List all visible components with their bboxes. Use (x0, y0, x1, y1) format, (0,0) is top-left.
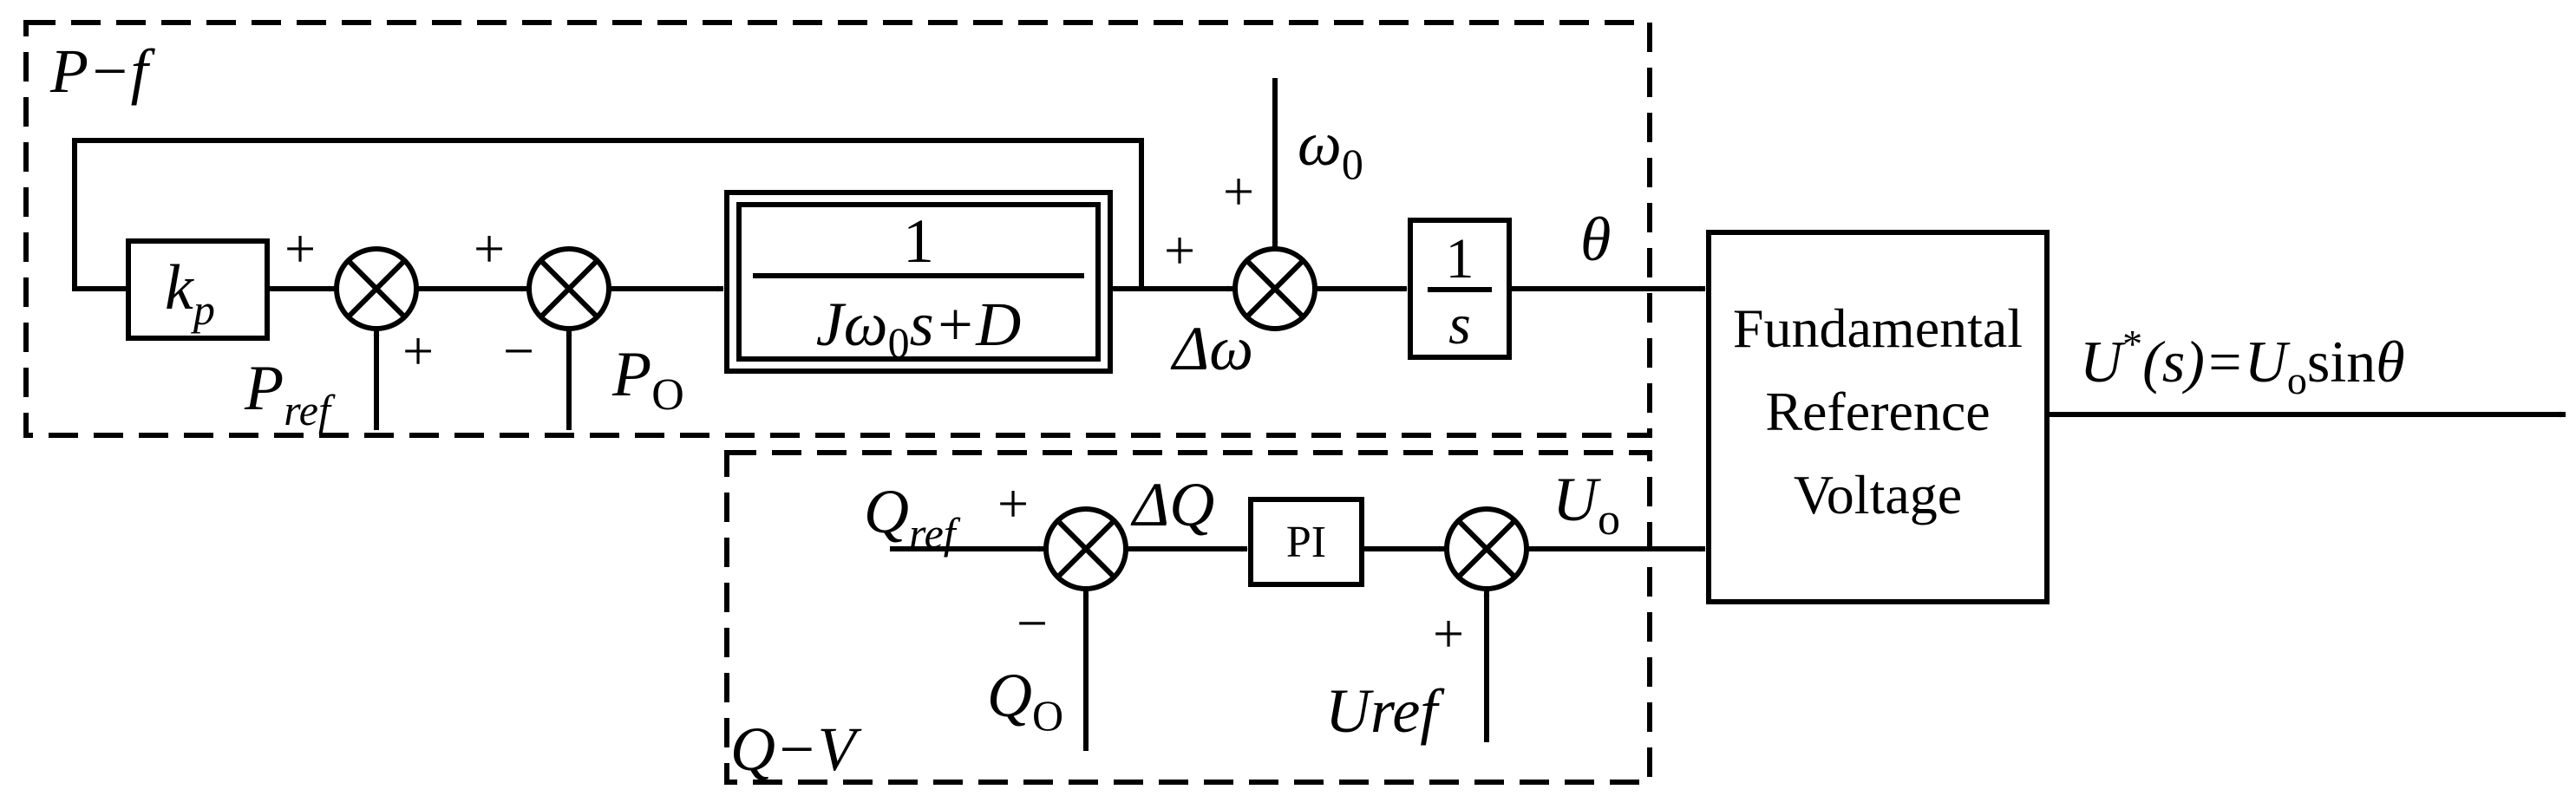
integrator-denominator: s (1448, 293, 1471, 356)
qv-region (724, 450, 1652, 785)
inertia-block-inner (736, 202, 1101, 362)
sum-junction-3 (1232, 246, 1317, 331)
feedback-line (72, 138, 1144, 291)
sign-sum1-bottom: + (402, 320, 434, 382)
sign-sum2-bottom: − (503, 320, 534, 382)
sum-junction-1 (334, 246, 419, 331)
inertia-denominator: Jω0s+D (816, 290, 1021, 367)
po-label: PO (611, 339, 684, 420)
sign-sum4-left: + (997, 473, 1029, 534)
sign-sum3-left: + (1164, 219, 1195, 281)
sum-junction-4 (1043, 506, 1128, 591)
uo-label: Uo (1553, 465, 1620, 545)
fundamental-line-2: Reference (1765, 381, 1990, 442)
integrator-numerator: 1 (1446, 227, 1474, 290)
pi-label: PI (1286, 518, 1326, 567)
inertia-numerator: 1 (903, 206, 934, 276)
sign-sum2-top: + (474, 218, 505, 279)
sum-junction-2 (526, 246, 611, 331)
pf-region-label: P−f (49, 36, 156, 106)
kp-block (126, 238, 270, 341)
theta-label: θ (1580, 205, 1611, 274)
sum-junction-5 (1444, 506, 1529, 591)
fundamental-reference-block (1706, 230, 2050, 604)
qref-label: Qref (864, 477, 961, 558)
sign-sum3-top: + (1223, 160, 1254, 222)
omega0-label: ω0 (1298, 109, 1363, 188)
pf-region (23, 20, 1652, 438)
sign-sum5-bottom: + (1433, 603, 1464, 664)
delta-omega-label: Δω (1170, 314, 1253, 383)
pref-label: Pref (244, 353, 336, 434)
sign-sum4-bottom: − (1017, 592, 1048, 654)
qv-region-label: Q−V (730, 714, 862, 784)
uref-label: Uref (1325, 676, 1445, 746)
fundamental-line-1: Fundamental (1733, 297, 2023, 359)
qo-label: QO (987, 661, 1063, 740)
sign-sum1-top: + (284, 218, 316, 279)
pi-block (1248, 497, 1364, 587)
fundamental-line-3: Voltage (1794, 464, 1962, 525)
output-equation: U*(s)=Uosinθ (2080, 322, 2405, 402)
kp-label: kp (165, 252, 215, 334)
delta-q-label: ΔQ (1130, 470, 1214, 539)
